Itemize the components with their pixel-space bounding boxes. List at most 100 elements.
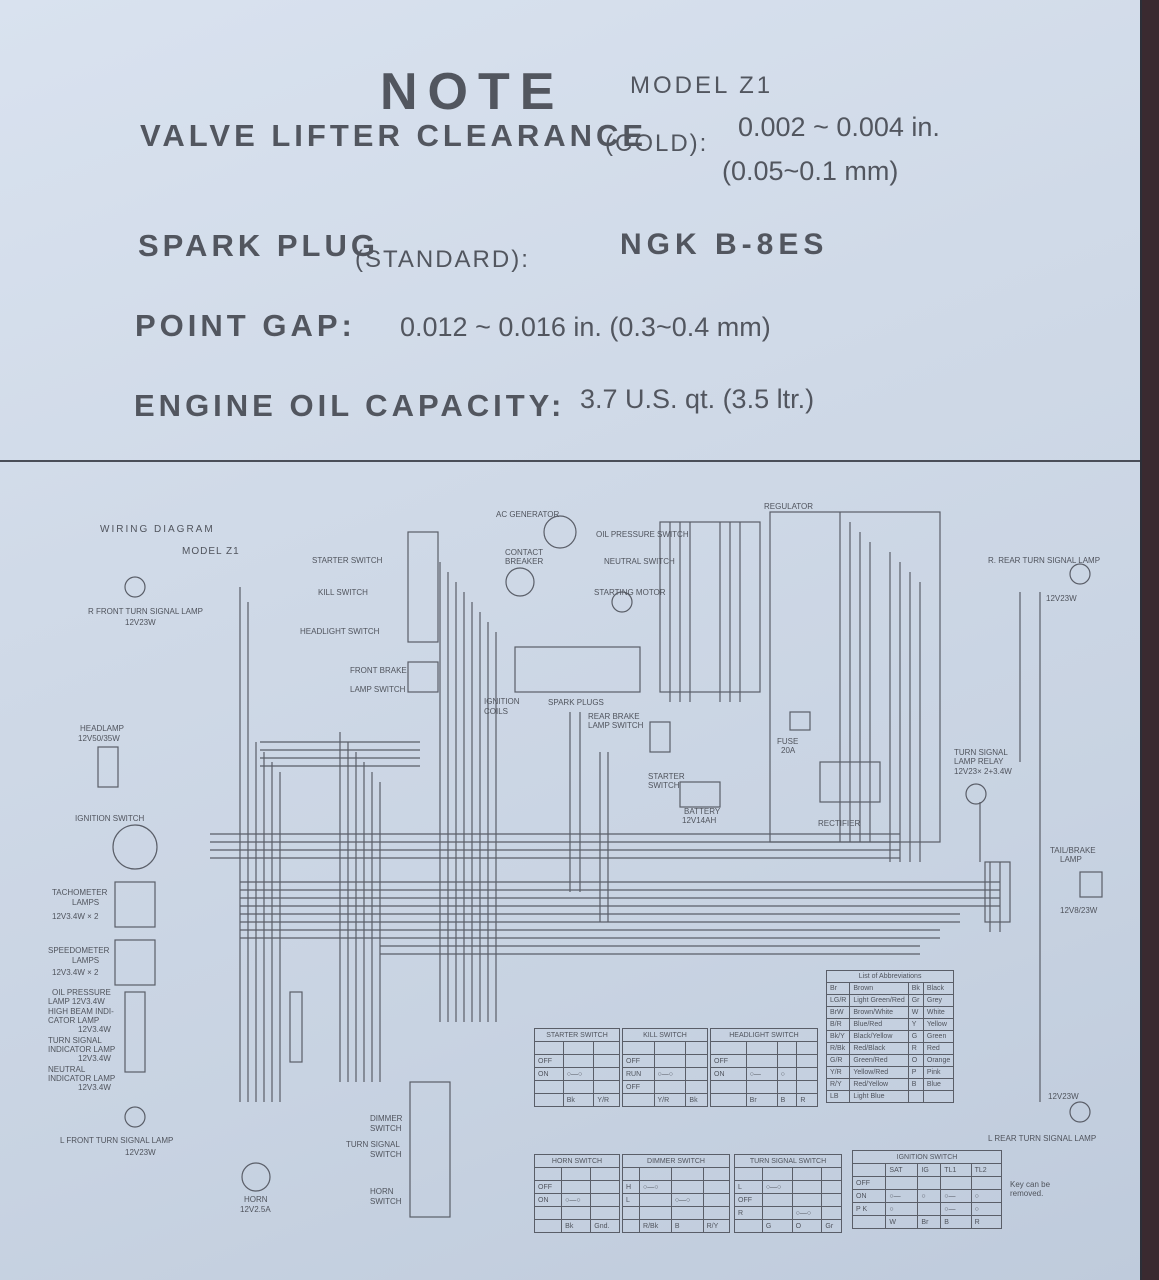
turn-col-1: O: [791, 1219, 823, 1233]
abbreviation-code: G: [907, 1030, 924, 1043]
label-horn-switch: HORN: [370, 1187, 394, 1196]
note-model: MODEL Z1: [630, 72, 774, 99]
abbreviation-meaning: Blue: [922, 1078, 955, 1091]
valve-label: VALVE LIFTER CLEARANCE: [140, 118, 648, 153]
label-turn-ind-3: 12V3.4W: [78, 1054, 111, 1063]
valve-paren: (COLD):: [605, 130, 709, 157]
label-ac-generator: AC GENERATOR: [496, 510, 560, 519]
label-r-rear-turn: R. REAR TURN SIGNAL LAMP: [988, 556, 1101, 565]
label-headlight-switch: HEADLIGHT SWITCH: [300, 627, 380, 636]
headlight-col-1: B: [776, 1093, 798, 1107]
oil-value: 3.7 U.S. qt. (3.5 ltr.): [580, 384, 815, 414]
label-r-front-turn-spec: 12V23W: [125, 618, 156, 627]
ignition-row-2: P K: [851, 1202, 887, 1216]
turn-row-1: OFF: [734, 1193, 763, 1207]
horn-table-title: HORN SWITCH: [534, 1154, 620, 1168]
abbreviation-meaning: Red: [922, 1042, 955, 1055]
label-speedometer-2: LAMPS: [72, 956, 100, 965]
starter-row-0: OFF: [534, 1054, 564, 1068]
headlight-col-0: Br: [745, 1093, 778, 1107]
abbreviation-code: Y: [907, 1018, 924, 1031]
horn-col-1: Gnd.: [590, 1219, 620, 1233]
abbreviation-code: R/Bk: [825, 1042, 851, 1055]
turn-col-2: Gr: [821, 1219, 842, 1233]
abbreviation-meaning: Black: [922, 982, 955, 995]
right-harness: [979, 592, 1041, 1102]
label-horn: HORN: [244, 1195, 268, 1204]
diagram-model: MODEL Z1: [182, 546, 240, 557]
label-neutral-ind-2: INDICATOR LAMP: [48, 1074, 116, 1083]
label-oil-pressure: OIL PRESSURE: [52, 988, 111, 997]
kill-row-1: RUN: [622, 1067, 655, 1081]
wiring-lines: [97, 511, 1103, 1218]
label-tail-brake: TAIL/BRAKE: [1050, 846, 1096, 855]
label-headlamp: HEADLAMP: [80, 724, 125, 733]
label-rear-brake: REAR BRAKE: [588, 712, 640, 721]
label-spark-plugs: SPARK PLUGS: [548, 698, 604, 707]
horn-col-0: Bk: [561, 1219, 592, 1233]
label-r-rear-turn-spec: 12V23W: [1046, 594, 1077, 603]
label-tachometer-2: LAMPS: [72, 898, 100, 907]
ignition-head-1: IG: [917, 1163, 942, 1177]
label-turn-relay-2: LAMP RELAY: [954, 757, 1004, 766]
abbreviation-code: P: [907, 1066, 924, 1079]
abbreviation-code: Y/R: [825, 1066, 851, 1079]
abbreviation-meaning: Yellow/Red: [849, 1066, 909, 1079]
headlight-row-1: ON: [710, 1067, 747, 1081]
label-fuse-spec: 20A: [781, 746, 796, 755]
point-value: 0.012 ~ 0.016 in. (0.3~0.4 mm): [400, 312, 771, 342]
abbreviation-code: LB: [825, 1090, 851, 1103]
label-kill-switch: KILL SWITCH: [318, 588, 368, 597]
label-ignition-switch: IGNITION SWITCH: [75, 814, 145, 823]
abbreviation-code: Bk: [907, 982, 924, 995]
point-label: POINT GAP:: [135, 308, 356, 343]
ignition-col-3: R: [970, 1215, 1003, 1229]
label-front-brake: FRONT BRAKE: [350, 666, 407, 675]
label-l-front-turn: L FRONT TURN SIGNAL LAMP: [60, 1136, 174, 1145]
left-harness: [239, 587, 381, 1102]
abbreviations-title: List of Abbreviations: [825, 970, 955, 983]
abbreviation-meaning: Yellow: [922, 1018, 955, 1031]
label-tachometer-spec: 12V3.4W × 2: [52, 912, 99, 921]
spark-label: SPARK PLUG: [138, 228, 379, 263]
label-oil-pressure-switch: OIL PRESSURE SWITCH: [596, 530, 689, 539]
label-contact-breaker: CONTACT: [505, 548, 544, 557]
label-rectifier: RECTIFIER: [818, 819, 861, 828]
starter-row-1: ON: [534, 1067, 564, 1081]
label-l-front-turn-spec: 12V23W: [125, 1148, 156, 1157]
label-starting-motor: STARTING MOTOR: [594, 588, 666, 597]
ignition-col-0: W: [885, 1215, 919, 1229]
turn-col-0: G: [761, 1219, 793, 1233]
abbreviation-code: Bk/Y: [825, 1030, 851, 1043]
label-turn-ind-2: INDICATOR LAMP: [48, 1045, 116, 1054]
label-headlamp-spec: 12V50/35W: [78, 734, 120, 743]
top-components: [407, 515, 811, 808]
headlight-row-0: OFF: [710, 1054, 747, 1068]
label-dimmer-switch: DIMMER: [370, 1114, 403, 1123]
abbreviation-code: G/R: [825, 1054, 851, 1067]
label-tachometer: TACHOMETER: [52, 888, 108, 897]
wiring-diagram: WIRING DIAGRAM MODEL Z1 R FRONT TURN SIG…: [0, 462, 1140, 1280]
turn-row-2: R: [734, 1206, 763, 1220]
valve-value-mm: (0.05~0.1 mm): [722, 156, 899, 186]
abbreviation-code: Gr: [907, 994, 924, 1007]
label-front-brake-2: LAMP SWITCH: [350, 685, 406, 694]
label-turn-relay-spec: 12V23× 2+3.4W: [954, 767, 1012, 776]
label-neutral-ind-3: 12V3.4W: [78, 1083, 111, 1092]
label-high-beam: HIGH BEAM INDI-: [48, 1007, 114, 1016]
starter-table-title: STARTER SWITCH: [534, 1028, 620, 1042]
